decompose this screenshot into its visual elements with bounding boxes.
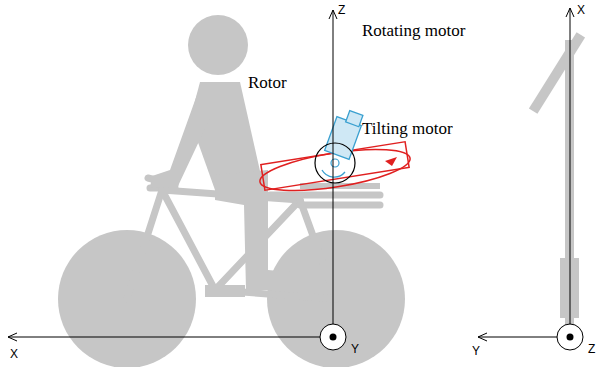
axis-label: X bbox=[10, 348, 18, 360]
axes-right bbox=[478, 8, 583, 350]
side-view bbox=[529, 32, 585, 330]
wheels bbox=[58, 230, 405, 367]
axis-label: Y bbox=[351, 343, 359, 355]
part-label: Rotor bbox=[248, 74, 287, 91]
part-label: Tilting motor bbox=[362, 120, 453, 137]
axis-label: Z bbox=[588, 343, 595, 355]
rotating-motor bbox=[325, 111, 363, 160]
tilting-motor bbox=[315, 143, 355, 183]
part-label: Rotating motor bbox=[362, 22, 465, 39]
axis-label: Y bbox=[472, 345, 480, 357]
axis-label: X bbox=[577, 4, 585, 16]
axis-label: Z bbox=[338, 4, 345, 16]
rider-silhouette bbox=[150, 15, 292, 297]
axes-left bbox=[8, 10, 346, 350]
